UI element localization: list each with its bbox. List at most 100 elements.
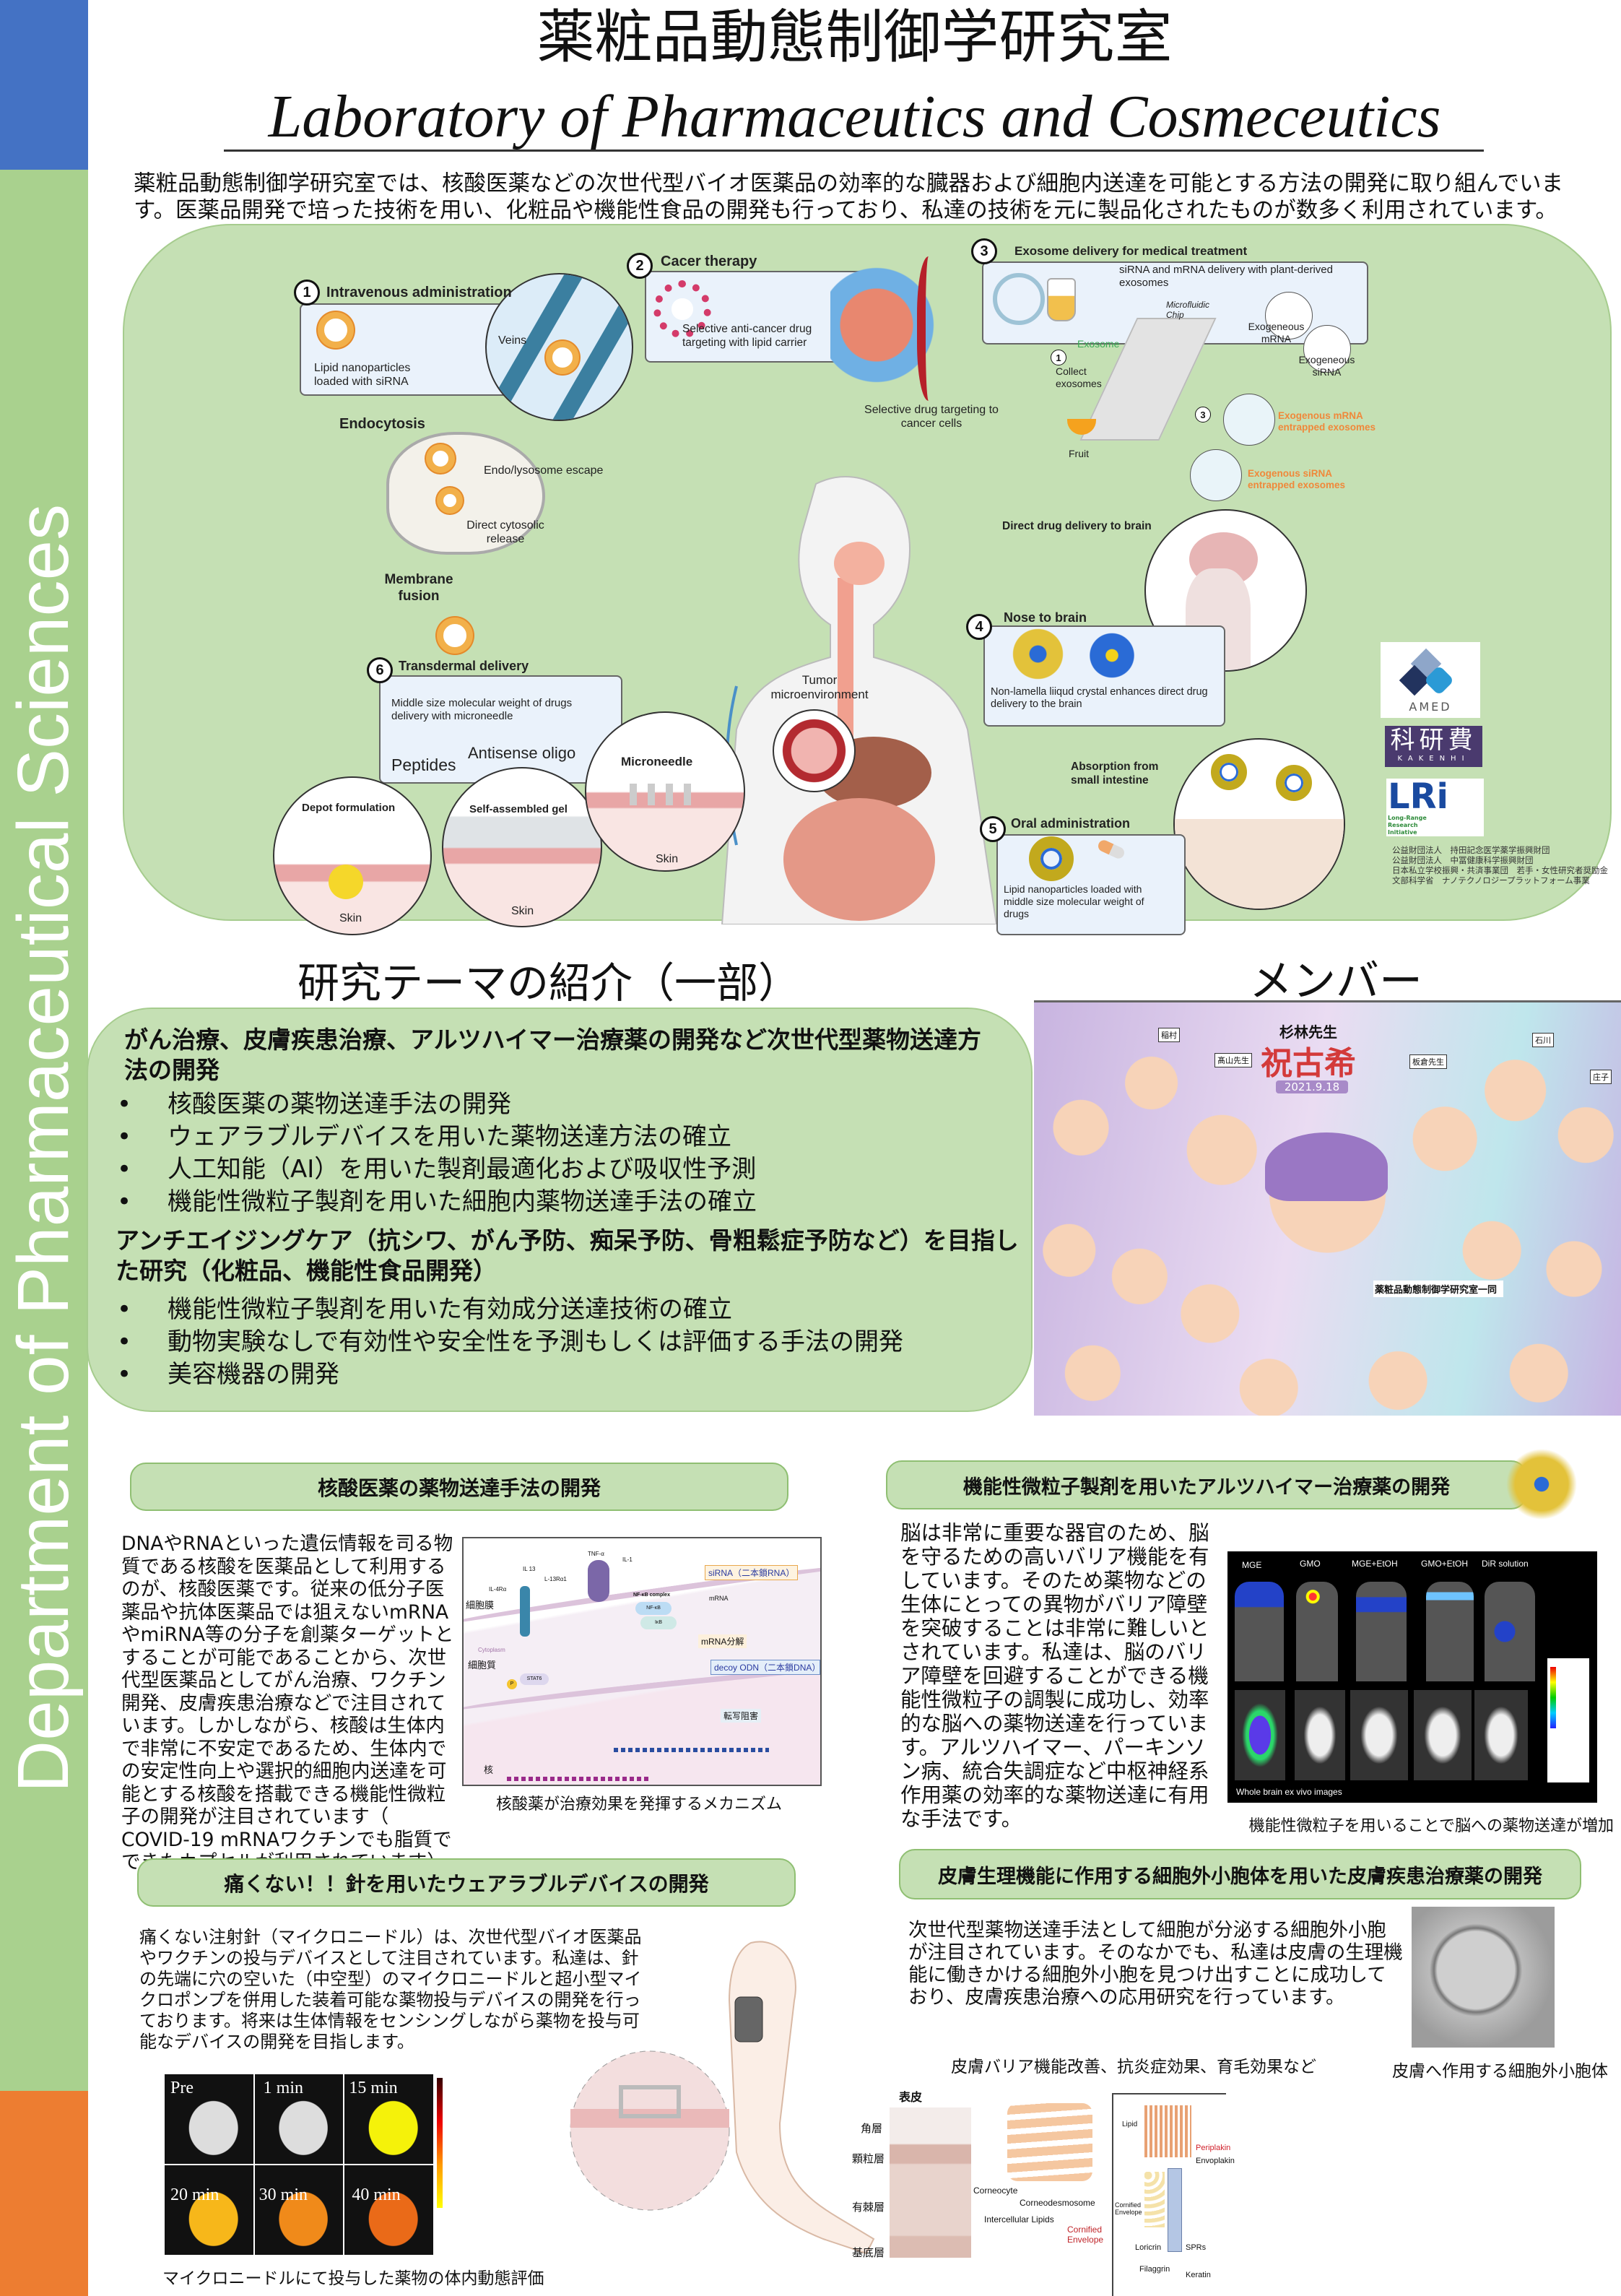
depot-label: Depot formulation (302, 802, 396, 814)
cell-illustration (386, 432, 545, 555)
human-body-illustration (721, 476, 998, 924)
amed-logo: AMED (1381, 642, 1480, 718)
nose-brain-title: Nose to brain (1004, 610, 1087, 625)
themes-heading: 研究テーマの紹介（一部） (297, 958, 800, 1008)
desmosome-label: Corneodesmosome (1020, 2198, 1095, 2208)
ct-scan (1485, 1582, 1535, 1681)
overview-diagram: 1 Lipid nanoparticles loaded with siRNA … (0, 0, 1621, 939)
theme-item: ウェアラブルデバイスを用いた薬物送達方法の確立 (117, 1121, 1009, 1153)
wearable-text: 痛くない注射針（マイクロニードル）は、次世代型バイオ医薬品やワクチンの投与デバイ… (139, 1927, 642, 2052)
fusion-label: Membrane fusion (384, 572, 453, 604)
color-scale (1547, 1658, 1589, 1782)
cubic-phase-icon (1083, 628, 1141, 683)
lc-particle-icon (1498, 1444, 1585, 1524)
exogenous-mrna-label: Exogeneous mRNA (1248, 321, 1305, 345)
member-faces (1034, 1046, 1621, 1416)
flask-icon (1047, 278, 1076, 321)
name-tag: 庄子 (1590, 1070, 1612, 1084)
mouse-image: 30 min (254, 2165, 344, 2255)
purple-hat (1265, 1132, 1388, 1201)
sirna-exosome-circle (1190, 449, 1242, 501)
exogenous-sirna-circle (1303, 325, 1351, 373)
endocytosis-label: Endocytosis (339, 416, 425, 432)
tumor-label: Tumor microenvironment (770, 673, 869, 702)
mrna-exosome-label: Exogenous mRNA entrapped exosomes (1278, 410, 1376, 433)
themes-panel: がん治療、皮膚疾患治療、アルツハイマー治療薬の開発など次世代型薬物送達方法の開発… (87, 1008, 1033, 1412)
depot-circle (273, 776, 432, 935)
brain-delivery-label: Direct drug delivery to brain (1002, 520, 1152, 532)
filaggrin-column (1168, 2168, 1182, 2252)
keratin-label: Keratin (1186, 2271, 1211, 2279)
step-number-5: 5 (980, 816, 1006, 842)
orange-fruit-icon (1067, 419, 1096, 435)
veins-circle (485, 273, 633, 421)
cancer-title: Cacer therapy (661, 254, 757, 269)
skin-text: 次世代型薬物送達手法として細胞が分泌する細胞外小胞が注目されています。そのなかで… (908, 1919, 1403, 2009)
exogenous-sirna-label: Exogeneous siRNA (1298, 354, 1355, 378)
nanoparticle-icon (1029, 836, 1074, 881)
wearable-caption: マイクロニードルにて投与した薬物の体内動態評価 (162, 2269, 544, 2288)
exosome-text: siRNA and mRNA delivery with plant-deriv… (1119, 264, 1333, 289)
exo-step-3: 3 (1195, 407, 1211, 423)
transdermal-box (379, 675, 622, 784)
section-header-nucleic: 核酸医薬の薬物送達手法の開発 (130, 1463, 788, 1511)
name-tag: 稲村 (1158, 1028, 1180, 1042)
oral-title: Oral administration (1011, 816, 1131, 831)
receptor-icon (520, 1586, 530, 1637)
gel-label: Self-assembled gel (469, 803, 568, 815)
envelope-label: Cornified Envelope (1067, 2224, 1104, 2245)
targeting-label: Selective drug targeting to cancer cells (864, 404, 999, 430)
title-underline (224, 150, 1484, 152)
alzheimer-caption: 機能性微粒子を用いることで脳への薬物送達が増加 (1248, 1817, 1614, 1835)
brain-ex-vivo (1235, 1690, 1285, 1780)
cornified-envelope-detail (1112, 2093, 1226, 2296)
theme-item: 動物実験なしで有効性や安全性を予測もしくは評価する手法の開発 (117, 1326, 1009, 1359)
layer-label: 基底層 (852, 2247, 885, 2259)
cornified-label: Cornified Envelope (1115, 2201, 1142, 2216)
name-tag: 板倉先生 (1409, 1054, 1447, 1069)
alzheimer-text: 脳は非常に重要な器官のため、脳を守るための高いバリア機能を有しています。そのため… (900, 1521, 1209, 1831)
section-header-skin: 皮膚生理機能に作用する細胞外小胞体を用いた皮膚疾患治療薬の開発 (899, 1849, 1581, 1899)
corneocyte-label: Corneocyte (973, 2185, 1018, 2196)
gel-circle (442, 767, 602, 927)
step-number-2: 2 (627, 253, 653, 279)
periplakin-label: Periplakin (1196, 2144, 1231, 2152)
dna-strand (614, 1748, 769, 1752)
theme-item: 人工知能（AI）を用いた製剤最適化および吸収性予測 (117, 1153, 1009, 1186)
exosome-label: Exosome (1077, 338, 1120, 350)
peptides-label: Peptides (391, 755, 456, 774)
intestine-circle (1173, 738, 1345, 910)
sirna-exosome-label: Exogenous siRNA entrapped exosomes (1248, 468, 1346, 491)
funders-list: 公益財団法人 持田記念医学薬学振興財団 公益財団法人 中冨健康科学振興財団 日本… (1392, 845, 1608, 885)
nucleic-caption: 核酸薬が治療効果を発揮するメカニズム (495, 1795, 782, 1814)
mouse-color-scale (437, 2078, 443, 2208)
lipid-label: Lipid (1122, 2120, 1138, 2128)
tnf-receptor-icon (588, 1560, 609, 1602)
envoplakin-label: Envoplakin (1196, 2157, 1235, 2165)
brain-imaging-figure: MGE GMO MGE+EtOH GMO+EtOH DiR solution W… (1227, 1551, 1597, 1803)
mouse-image: Pre (165, 2074, 253, 2164)
oral-box (996, 834, 1186, 935)
sidebar: Department of Pharmaceutical Sciences (0, 0, 88, 2296)
ct-scan (1426, 1582, 1474, 1681)
collect-label: Collect exosomes (1056, 365, 1102, 389)
depot-skin-label: Skin (339, 912, 362, 924)
ct-scan (1235, 1582, 1284, 1681)
sprs-label: SPRs (1186, 2243, 1207, 2252)
theme-group-1-title: がん治療、皮膚疾患治療、アルツハイマー治療薬の開発など次世代型薬物送達方法の開発 (124, 1026, 982, 1084)
transdermal-text: Middle size molecular weight of drugs de… (391, 697, 573, 722)
skin-effects: 皮膚バリア機能改善、抗炎症効果、育毛効果など (951, 2058, 1316, 2076)
layer-label: 顆粒層 (852, 2153, 885, 2165)
sidebar-top-band (0, 0, 88, 170)
brain-ex-vivo (1350, 1690, 1408, 1780)
theme-item: 核酸医薬の薬物送達手法の開発 (117, 1088, 1009, 1121)
ct-scan (1296, 1582, 1338, 1681)
dna-strand (507, 1777, 651, 1781)
members-heading: メンバー (1249, 956, 1422, 1007)
chip-label: Microfluidic Chip (1166, 300, 1210, 321)
exosome-icon (993, 273, 1045, 325)
theme-group-2-title: アンチエイジングケア（抗シワ、がん予防、痴呆予防、骨粗鬆症予防など）を目指した研… (116, 1226, 1019, 1285)
tumor-circle (773, 709, 856, 792)
page-title-ja: 薬粧品動態制御学研究室 (536, 4, 1173, 71)
mouse-image: 40 min (344, 2165, 433, 2255)
